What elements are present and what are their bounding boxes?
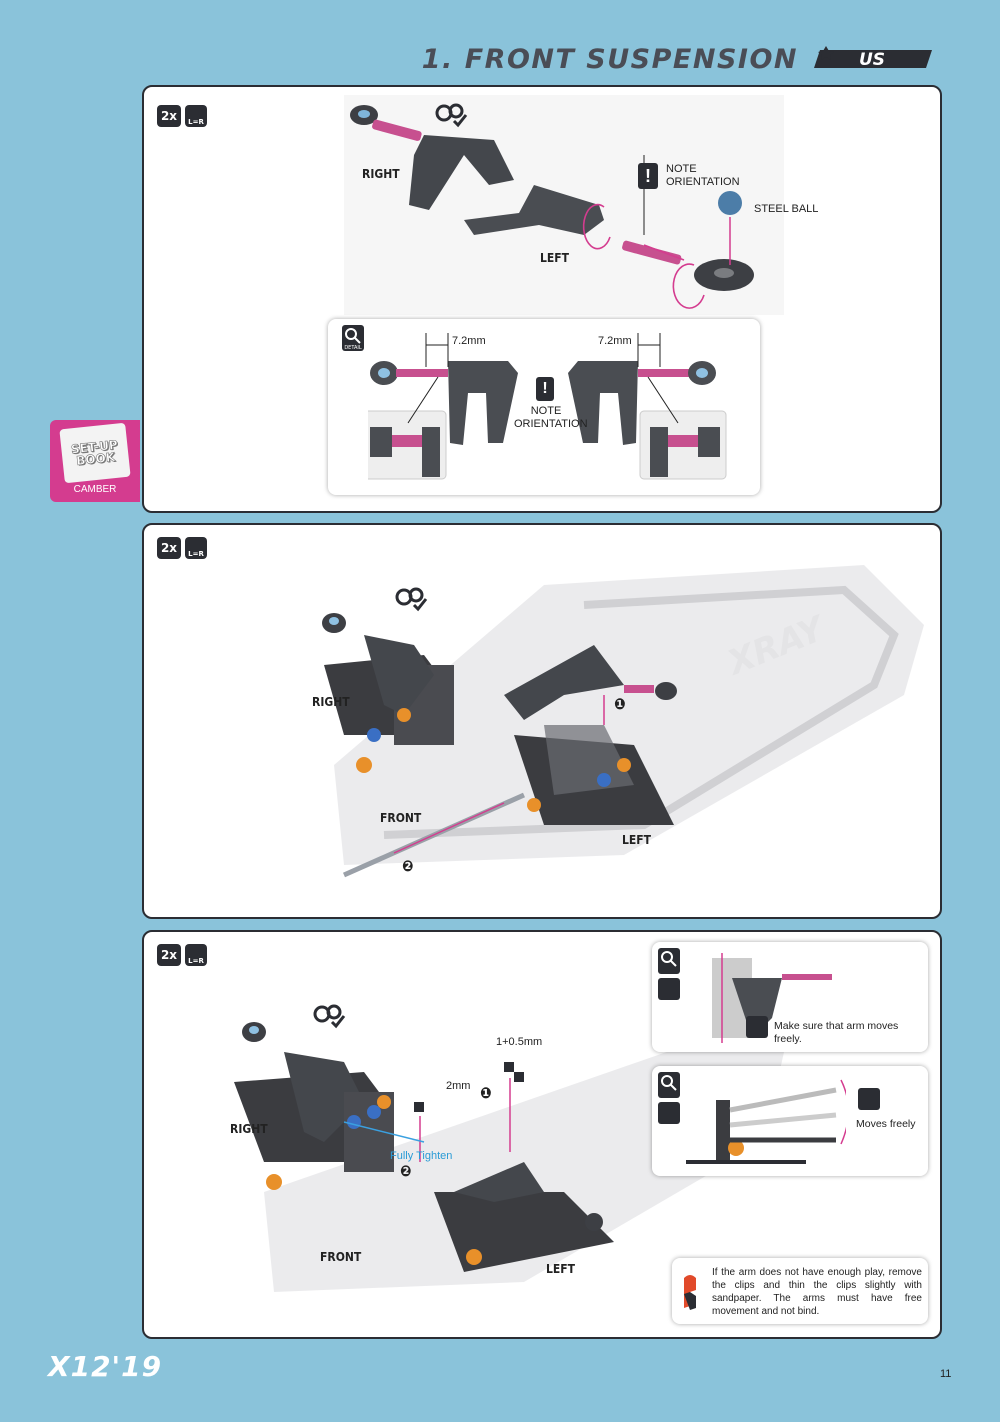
detail-box-arm-moves: Make sure that arm moves freely.	[652, 942, 928, 1052]
tools-check-icon	[395, 587, 428, 612]
quantity-badge: 2x L=R	[157, 537, 207, 559]
clip-dimension-label: 1+0.5mm	[496, 1036, 543, 1048]
note-orientation-label: NOTE ORIENTATION	[666, 163, 740, 188]
qty-2x: 2x	[157, 537, 181, 559]
step-2-marker: ❷	[400, 1162, 412, 1180]
screwdriver-icon	[746, 1016, 768, 1038]
front-label: FRONT	[320, 1250, 362, 1264]
screwdriver-icon	[858, 1088, 880, 1110]
detail-box-moves-freely: Moves freely	[652, 1066, 928, 1176]
tip-text: If the arm does not have enough play, re…	[712, 1267, 922, 1317]
tools-check-icon	[435, 103, 468, 128]
tip-box: If the arm does not have enough play, re…	[672, 1258, 928, 1324]
detail-arm-illustration	[712, 953, 832, 1043]
page-title: 1. FRONT SUSPENSION	[421, 44, 798, 75]
front-label: FRONT	[380, 811, 422, 825]
qty-2x: 2x	[157, 944, 181, 966]
detail-box: DETAIL	[328, 319, 760, 495]
detail-moves-text: Moves freely	[856, 1118, 916, 1130]
left-label: LEFT	[622, 833, 651, 847]
left-right-icon	[658, 1102, 680, 1124]
chassis-assembly-illustration: XRAY	[322, 565, 924, 878]
magnifier-detail-icon: DETAIL	[342, 325, 364, 351]
left-right-icon: L=R	[185, 537, 207, 559]
step-1-marker: ❶	[480, 1084, 492, 1102]
detail-hinge-illustration	[686, 1079, 846, 1164]
right-label: RIGHT	[362, 167, 400, 181]
quantity-badge: 2x L=R	[157, 105, 207, 127]
left-right-icon	[658, 978, 680, 1000]
left-right-icon: L=R	[185, 944, 207, 966]
setup-book-title: SET-UP BOOK	[70, 437, 119, 468]
warning-icon: !	[536, 377, 554, 401]
step-panel-2: 2x L=R XRAY RIGHT FRONT LE	[142, 523, 942, 919]
step-panel-3: 2x L=R 1+0.5mm 2mm ❶ ❷ Fully Tighten RI	[142, 930, 942, 1339]
detail-illustration	[368, 333, 727, 480]
right-label: RIGHT	[312, 695, 350, 709]
footer-logo: X12'19	[48, 1350, 163, 1383]
step-1-marker: ❶	[614, 695, 626, 713]
dimension-right: 7.2mm	[598, 335, 632, 347]
step-2-marker: ❷	[402, 857, 414, 875]
setup-book-tab[interactable]: SET-UP BOOK CAMBER	[50, 420, 140, 502]
steel-ball-label: STEEL BALL	[754, 203, 819, 215]
step-panel-1: 2x L=R RIGHT LEFT ! NOTE ORIENTAT	[142, 85, 942, 513]
fully-tighten-label: Fully Tighten	[390, 1150, 453, 1162]
dimension-left: 7.2mm	[452, 335, 486, 347]
detail-note-label: NOTE ORIENTATION	[514, 405, 588, 430]
setup-book-label: CAMBER	[73, 484, 117, 495]
tools-check-icon	[313, 1004, 346, 1029]
magnifier-detail-icon	[658, 1072, 680, 1098]
warning-icon: !	[638, 163, 658, 189]
left-label: LEFT	[540, 251, 569, 265]
left-label: LEFT	[546, 1262, 575, 1276]
page-number: 11	[940, 1368, 952, 1380]
logo-text: US	[859, 50, 885, 70]
arm-assembly-illustration	[344, 95, 784, 315]
magnifier-detail-icon	[658, 948, 680, 974]
right-label: RIGHT	[230, 1122, 268, 1136]
quantity-badge: 2x L=R	[157, 944, 207, 966]
detail-arm-text: Make sure that arm moves freely.	[774, 1020, 899, 1045]
us-logo: US	[814, 46, 932, 70]
clip-2mm-label: 2mm	[446, 1080, 471, 1092]
svg-text:DETAIL: DETAIL	[344, 345, 362, 351]
clip-icon	[680, 1272, 700, 1312]
qty-2x: 2x	[157, 105, 181, 127]
left-right-icon: L=R	[185, 105, 207, 127]
setup-book-icon: SET-UP BOOK	[59, 422, 131, 484]
